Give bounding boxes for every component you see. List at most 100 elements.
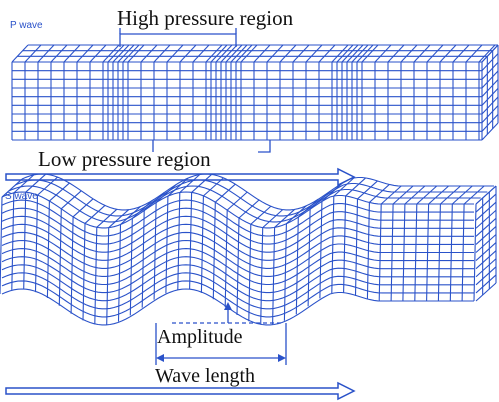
p-top-depth-line bbox=[387, 44, 405, 63]
s-front-row-line bbox=[1, 191, 474, 229]
s-side-row-line bbox=[475, 266, 497, 286]
p-top-depth-line bbox=[205, 44, 223, 63]
s-front-column-line bbox=[449, 203, 453, 302]
s-top-depth-line bbox=[214, 183, 236, 203]
s-front-column-line bbox=[23, 192, 27, 290]
p-top-depth-line bbox=[127, 44, 145, 63]
s-front-column-line bbox=[283, 223, 287, 321]
p-top-depth-line bbox=[192, 44, 210, 63]
s-top-depth-line bbox=[416, 185, 438, 205]
s-side-row-line bbox=[475, 274, 497, 294]
s-front-column-line bbox=[165, 196, 169, 294]
p-side-row-line bbox=[481, 96, 499, 115]
s-wave-label: S wave bbox=[5, 191, 38, 202]
p-top-depth-line bbox=[153, 44, 171, 63]
s-top-depth-line bbox=[108, 209, 130, 229]
s-top-depth-line bbox=[357, 180, 378, 200]
s-front-column-line bbox=[224, 210, 228, 308]
s-top-depth-line bbox=[167, 177, 189, 197]
s-front-column-line bbox=[295, 217, 299, 315]
s-front-column-line bbox=[212, 202, 216, 300]
s-top-depth-line bbox=[451, 185, 473, 205]
s-front-column-line bbox=[177, 192, 181, 290]
p-top-depth-line bbox=[220, 44, 238, 63]
p-top-depth-line bbox=[122, 44, 140, 63]
s-side-row-line bbox=[475, 217, 497, 237]
p-top-depth-line bbox=[253, 44, 271, 63]
p-top-depth-line bbox=[361, 44, 379, 63]
p-top-depth-line bbox=[102, 44, 120, 63]
s-front-column-line bbox=[354, 198, 359, 296]
p-top-depth-line bbox=[76, 44, 94, 63]
s-top-depth-line bbox=[203, 177, 224, 197]
s-top-depth-line bbox=[392, 185, 414, 205]
s-front-column-line bbox=[236, 217, 240, 316]
s-front-row-line bbox=[1, 288, 474, 326]
amplitude-arrowhead bbox=[224, 302, 232, 310]
amplitude-label: Amplitude bbox=[157, 326, 243, 348]
p-side-row-line bbox=[481, 44, 499, 63]
s-top-depth-line bbox=[368, 184, 390, 203]
p-top-depth-line bbox=[336, 44, 354, 63]
s-top-row-line bbox=[15, 179, 488, 217]
p-side-row-line bbox=[481, 79, 499, 98]
p-wave-block bbox=[11, 44, 499, 141]
s-front-column-line bbox=[70, 216, 74, 314]
p-top-depth-line bbox=[465, 44, 483, 63]
s-top-depth-line bbox=[60, 190, 82, 210]
p-top-depth-line bbox=[140, 44, 158, 63]
s-front-column-line bbox=[34, 195, 39, 293]
s-front-column-line bbox=[319, 201, 323, 299]
s-front-column-line bbox=[0, 196, 3, 295]
p-wave-direction-arrow bbox=[5, 167, 356, 187]
s-front-column-line bbox=[366, 202, 370, 300]
p-side-row-line bbox=[481, 87, 499, 106]
s-top-depth-line bbox=[84, 205, 106, 224]
s-front-column-line bbox=[106, 227, 110, 325]
s-front-column-line bbox=[129, 218, 133, 316]
s-top-depth-line bbox=[440, 185, 461, 205]
s-top-depth-line bbox=[143, 192, 165, 211]
direction-arrows bbox=[5, 167, 356, 401]
s-front-column-line bbox=[437, 203, 441, 302]
s-top-depth-line bbox=[13, 174, 35, 194]
high-pressure-label: High pressure region bbox=[117, 6, 294, 30]
p-top-depth-line bbox=[50, 44, 68, 63]
p-top-depth-line bbox=[341, 44, 359, 63]
s-wave-direction-arrow bbox=[5, 381, 356, 401]
s-top-depth-line bbox=[286, 205, 307, 225]
p-top-depth-line bbox=[305, 44, 323, 63]
p-top-depth-line bbox=[117, 44, 135, 63]
p-top-depth-line bbox=[215, 44, 233, 63]
low-pressure-tick bbox=[258, 140, 271, 153]
s-front-column-line bbox=[94, 227, 98, 325]
s-front-column-line bbox=[390, 203, 394, 302]
s-front-column-line bbox=[82, 223, 86, 321]
s-top-depth-line bbox=[179, 174, 201, 193]
s-top-depth-line bbox=[72, 198, 94, 218]
p-top-depth-line bbox=[279, 44, 297, 63]
s-side-row-line bbox=[475, 201, 497, 221]
p-side-row-line bbox=[481, 53, 499, 72]
p-top-depth-line bbox=[439, 44, 457, 63]
s-top-depth-line bbox=[25, 173, 47, 193]
p-top-depth-line bbox=[400, 44, 418, 63]
s-front-row-line bbox=[1, 207, 474, 245]
p-side-row-line bbox=[481, 61, 499, 80]
s-front-column-line bbox=[260, 227, 264, 325]
s-front-column-line bbox=[307, 209, 311, 307]
s-front-column-line bbox=[46, 200, 50, 299]
p-top-depth-line bbox=[37, 44, 55, 63]
p-top-depth-line bbox=[331, 44, 349, 63]
p-top-depth-line bbox=[210, 44, 228, 63]
p-top-depth-line bbox=[356, 44, 374, 63]
s-front-column-line bbox=[153, 202, 157, 300]
p-top-depth-line bbox=[89, 44, 107, 63]
wave-length-left-arrowhead bbox=[156, 354, 164, 362]
amplitude-marker bbox=[172, 302, 282, 324]
s-front-column-line bbox=[473, 203, 477, 302]
wave-length-marker bbox=[155, 323, 287, 365]
s-side-row-line bbox=[475, 250, 497, 270]
s-top-depth-line bbox=[238, 199, 260, 219]
p-top-depth-line bbox=[166, 44, 184, 63]
